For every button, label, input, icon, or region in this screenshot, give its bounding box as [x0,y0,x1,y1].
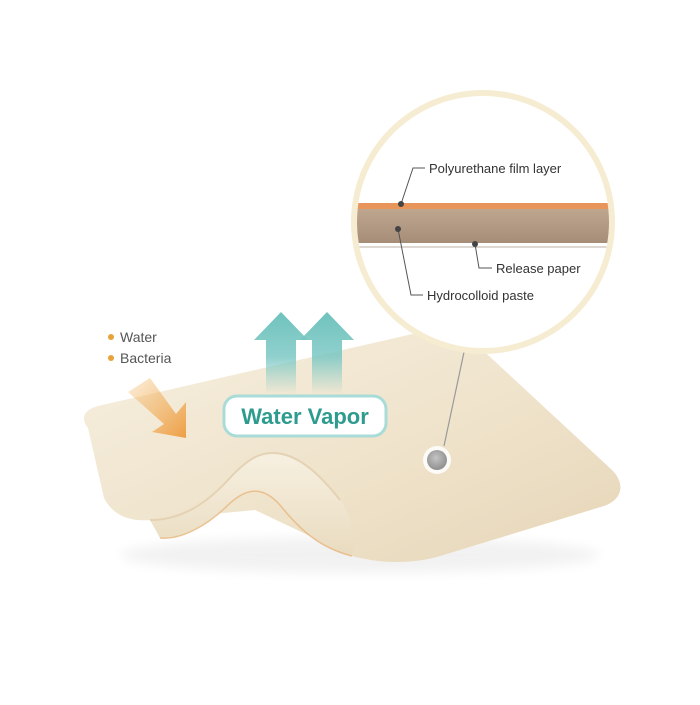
label-polyurethane-film: Polyurethane film layer [429,161,562,176]
vapor-arrow-right [300,312,354,394]
pad-curl [150,453,354,556]
vapor-arrow-left [254,312,308,394]
callout-anchor-dot [427,450,447,470]
label-release-paper: Release paper [496,261,581,276]
hydrocolloid-pad [83,328,621,573]
label-hydrocolloid-paste: Hydrocolloid paste [427,288,534,303]
release-paper-layer [357,243,609,247]
polyurethane-film-layer [357,203,609,209]
hydrocolloid-paste-layer [357,209,609,243]
callout-pointer [423,337,468,474]
svg-text:Water: Water [120,329,157,345]
legend: Water Bacteria [108,329,172,366]
legend-item-bacteria: Bacteria [108,350,172,366]
svg-text:Bacteria: Bacteria [120,350,172,366]
blocked-arrow [128,378,186,438]
water-vapor-arrows [254,312,354,394]
water-vapor-label: Water Vapor [241,404,369,429]
water-vapor-badge: Water Vapor [222,394,388,438]
legend-item-water: Water [108,329,157,345]
magnified-cross-section: Polyurethane film layer Release paper Hy… [351,90,615,354]
